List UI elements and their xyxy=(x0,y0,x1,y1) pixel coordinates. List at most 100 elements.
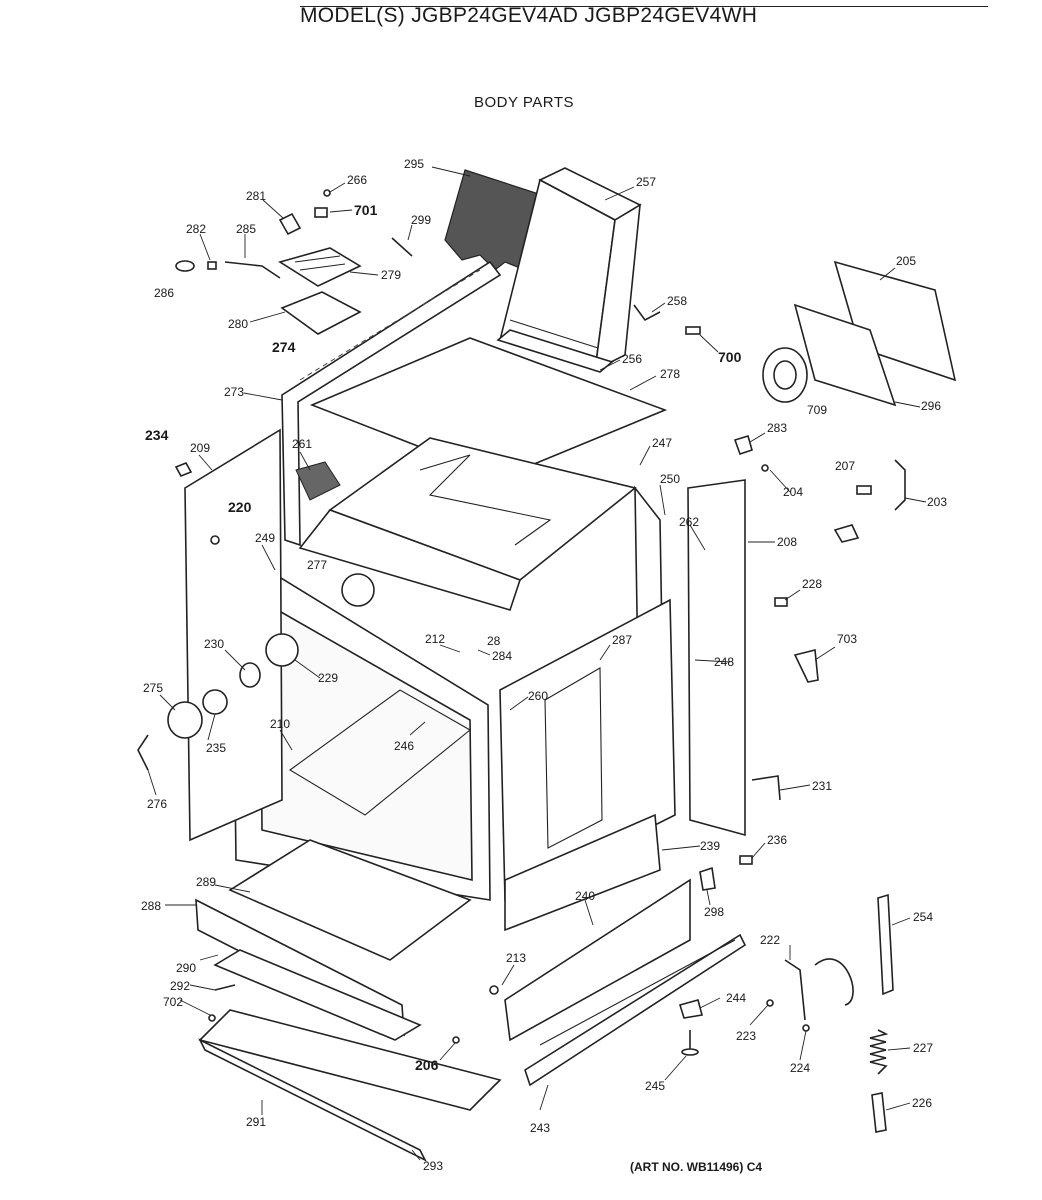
callout-278: 278 xyxy=(660,367,680,381)
callout-291: 291 xyxy=(246,1115,266,1129)
part-709-fan-shroud xyxy=(762,347,808,403)
callout-701: 701 xyxy=(354,202,378,218)
part-235-bulb xyxy=(202,689,228,715)
part-205-rear-panel xyxy=(833,260,957,382)
part-275-lens xyxy=(167,701,203,739)
callout-204: 204 xyxy=(783,485,803,499)
callout-208: 208 xyxy=(777,535,797,549)
callout-250: 250 xyxy=(660,472,680,486)
part-283-bracket xyxy=(733,434,753,456)
header-rule xyxy=(300,6,988,7)
part-273-side-panel xyxy=(281,260,502,547)
part-228-clip xyxy=(774,597,788,607)
callout-256: 256 xyxy=(622,352,642,366)
callout-289: 289 xyxy=(196,875,216,889)
callout-28: 28 xyxy=(487,634,501,648)
part-208-side-panel xyxy=(687,479,746,837)
callout-275: 275 xyxy=(143,681,163,695)
part-226-link xyxy=(871,1092,887,1133)
callout-239: 239 xyxy=(700,839,720,853)
callout-295: 295 xyxy=(404,157,424,171)
callout-700: 700 xyxy=(718,349,742,365)
callout-257: 257 xyxy=(636,175,656,189)
part-231-bracket xyxy=(751,775,781,801)
callout-280: 280 xyxy=(228,317,248,331)
callout-279: 279 xyxy=(381,268,401,282)
callout-213: 213 xyxy=(506,951,526,965)
callout-230: 230 xyxy=(204,637,224,651)
part-254-hinge xyxy=(877,893,894,996)
callout-223: 223 xyxy=(736,1029,756,1043)
part-240-kick-panel xyxy=(504,878,691,1042)
callout-287: 287 xyxy=(612,633,632,647)
callout-210: 210 xyxy=(270,717,290,731)
callout-222: 222 xyxy=(760,933,780,947)
callout-283: 283 xyxy=(767,421,787,435)
callout-703: 703 xyxy=(837,632,857,646)
callout-206: 206 xyxy=(415,1057,439,1073)
art-number: (ART NO. WB11496) C4 xyxy=(630,1160,763,1174)
part-279-burner-assembly xyxy=(278,247,362,287)
callout-203: 203 xyxy=(927,495,947,509)
part-286-knob xyxy=(175,260,195,272)
callout-284: 284 xyxy=(492,649,512,663)
callout-293: 293 xyxy=(423,1159,443,1173)
callout-244: 244 xyxy=(726,991,746,1005)
callout-286: 286 xyxy=(154,286,174,300)
callout-288: 288 xyxy=(141,899,161,913)
callout-709: 709 xyxy=(807,403,827,417)
callout-276: 276 xyxy=(147,797,167,811)
callout-298: 298 xyxy=(704,905,724,919)
part-285-rod xyxy=(224,261,281,279)
part-299-pin xyxy=(391,237,413,257)
part-206-screw xyxy=(452,1036,460,1044)
callout-245: 245 xyxy=(645,1079,665,1093)
callout-266: 266 xyxy=(347,173,367,187)
part-244-clip xyxy=(678,999,703,1019)
part-213-screw xyxy=(489,985,499,995)
part-298-clip xyxy=(699,866,716,891)
callout-282: 282 xyxy=(186,222,206,236)
part-702-screw xyxy=(208,1014,216,1022)
callout-299: 299 xyxy=(411,213,431,227)
part-261-insulation xyxy=(295,461,341,501)
part-249-front-frame xyxy=(231,546,491,901)
callout-227: 227 xyxy=(913,1041,933,1055)
callout-236: 236 xyxy=(767,833,787,847)
part-230-socket xyxy=(239,662,261,688)
callout-207: 207 xyxy=(835,459,855,473)
part-703-bracket xyxy=(793,648,819,683)
part-236-clip xyxy=(739,855,753,865)
callout-290: 290 xyxy=(176,961,196,975)
part-245-leveling-leg xyxy=(681,1030,699,1056)
callout-labels: 295 257 266 281 701 299 282 285 279 286 … xyxy=(141,157,947,1173)
callout-292: 292 xyxy=(170,979,190,993)
part-207-clip xyxy=(856,485,872,495)
callout-235: 235 xyxy=(206,741,226,755)
callout-212: 212 xyxy=(425,632,445,646)
part-203-cord xyxy=(894,459,906,511)
part-276-wire xyxy=(137,734,149,771)
callout-274: 274 xyxy=(272,339,296,355)
part-293-base-rail xyxy=(198,1038,427,1162)
callout-246: 246 xyxy=(394,739,414,753)
part-257-vent-duct xyxy=(499,167,642,372)
callout-228: 228 xyxy=(802,577,822,591)
callout-702: 702 xyxy=(163,995,183,1009)
part-258-bracket xyxy=(633,304,661,322)
callout-285: 285 xyxy=(236,222,256,236)
part-234-nut xyxy=(174,461,193,478)
part-296-bracket xyxy=(793,303,897,407)
callout-229: 229 xyxy=(318,671,338,685)
part-246-rack xyxy=(289,689,471,816)
part-701-clip xyxy=(314,207,328,218)
part-290-drawer-panel xyxy=(213,949,422,1041)
part-227-spring xyxy=(869,1029,889,1075)
part-204-screw xyxy=(761,464,769,472)
part-282-nut xyxy=(207,261,217,270)
callout-261: 261 xyxy=(292,437,312,451)
callout-247: 247 xyxy=(652,436,672,450)
part-277-vent-ring xyxy=(341,573,375,607)
